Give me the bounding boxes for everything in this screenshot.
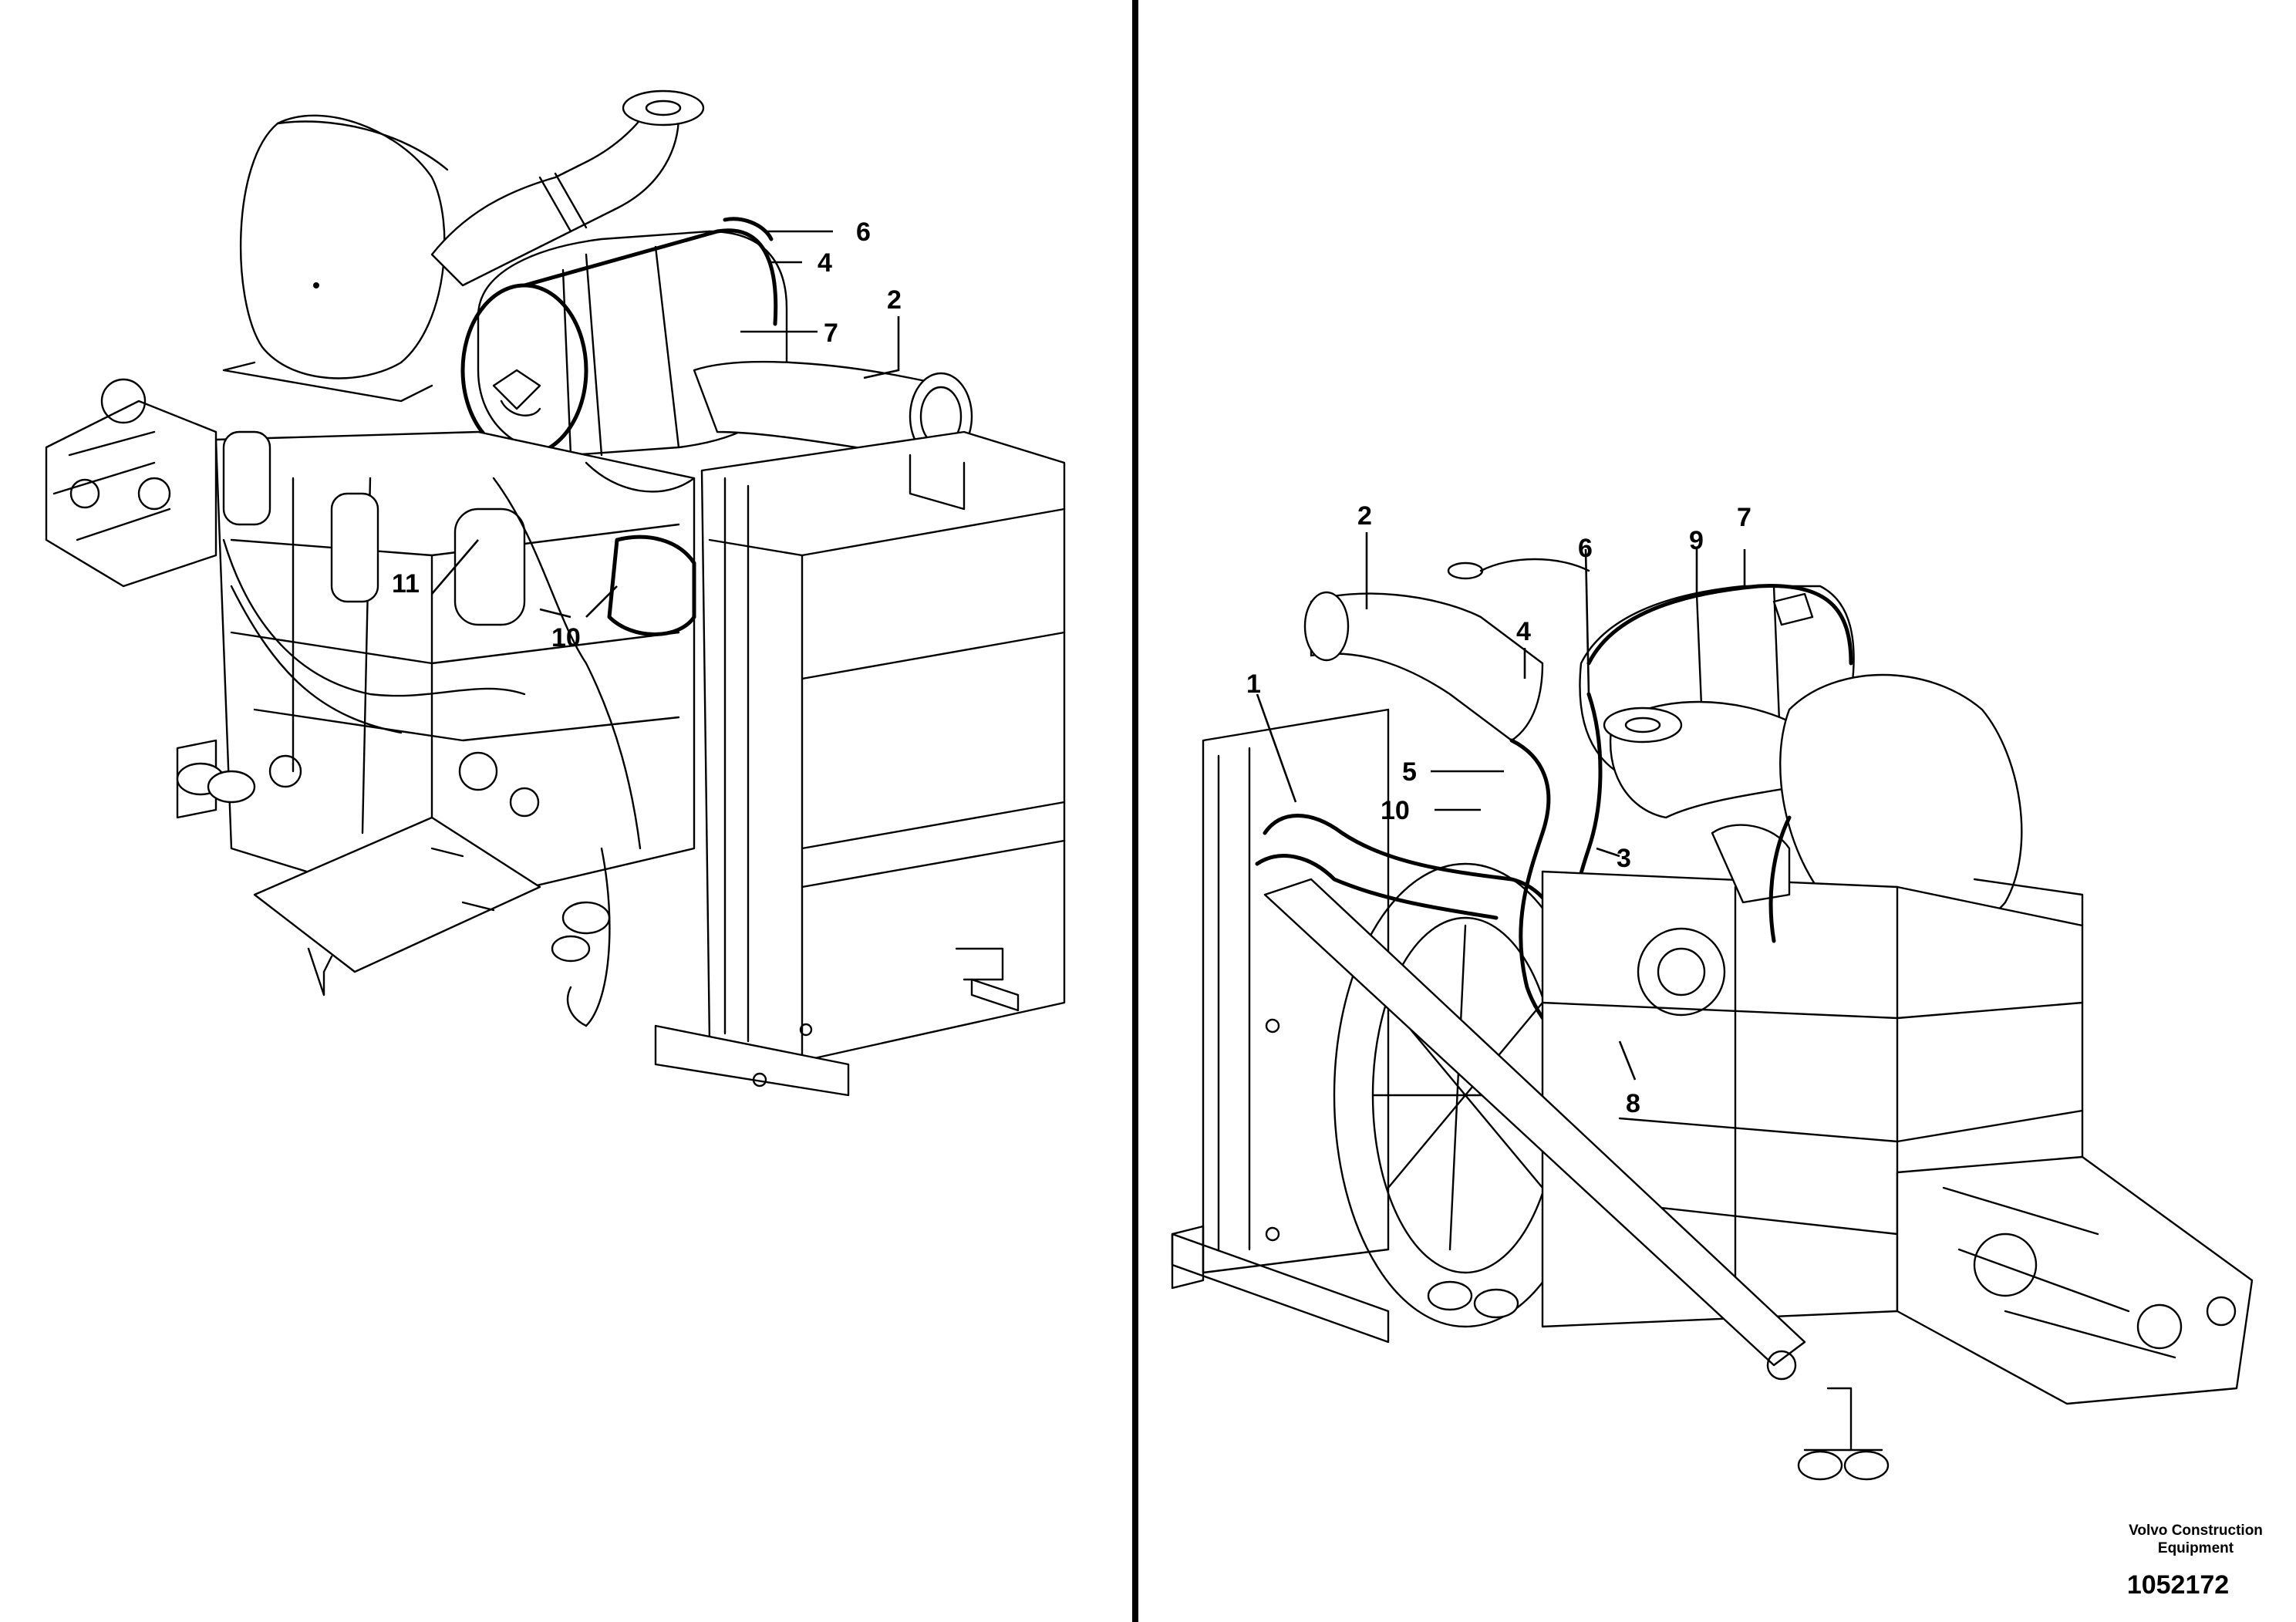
left-callout-4: 4 bbox=[818, 248, 832, 278]
right-callout-5: 5 bbox=[1402, 757, 1417, 787]
right-brace bbox=[1263, 878, 1806, 1381]
right-engine-view bbox=[1171, 558, 2254, 1481]
right-callout-10: 10 bbox=[1381, 796, 1410, 825]
left-callout-10: 10 bbox=[551, 623, 581, 653]
right-radiator-frame bbox=[1171, 708, 1390, 1344]
left-mounts bbox=[176, 739, 611, 963]
right-callout-8: 8 bbox=[1626, 1089, 1640, 1118]
left-fuel-tank bbox=[222, 114, 449, 403]
right-intake-duct bbox=[1303, 591, 1544, 742]
left-callouts: 6 4 2 7 11 10 bbox=[392, 218, 902, 653]
left-callout-leaders bbox=[431, 230, 900, 619]
left-callout-6: 6 bbox=[856, 218, 871, 247]
left-exhaust-elbow bbox=[430, 89, 705, 287]
left-callout-7: 7 bbox=[824, 319, 838, 348]
right-callout-4: 4 bbox=[1516, 617, 1531, 646]
right-callout-1: 1 bbox=[1246, 669, 1261, 699]
right-pump-assembly bbox=[1896, 1155, 2254, 1405]
right-callout-9: 9 bbox=[1689, 526, 1704, 555]
brand-line-1: Volvo Construction bbox=[2129, 1523, 2263, 1539]
right-callouts: 2 6 9 7 4 1 5 10 3 8 bbox=[1246, 501, 1752, 1118]
left-callout-2: 2 bbox=[887, 285, 902, 315]
right-fuel-tank bbox=[1779, 673, 2084, 934]
right-callout-leaders bbox=[1256, 532, 1746, 1081]
left-tray bbox=[253, 816, 1004, 996]
right-callout-3: 3 bbox=[1617, 844, 1631, 873]
left-pump-assembly bbox=[45, 378, 217, 588]
right-callout-2: 2 bbox=[1357, 501, 1372, 531]
left-radiator bbox=[654, 430, 1066, 1097]
left-engine-view bbox=[45, 89, 1066, 1097]
right-callout-6: 6 bbox=[1578, 534, 1593, 563]
footer: Volvo Construction Equipment 1052172 bbox=[2127, 1523, 2263, 1600]
left-engine-block bbox=[214, 430, 696, 912]
left-callout-11: 11 bbox=[392, 569, 420, 599]
right-exhaust-elbow bbox=[1603, 700, 1799, 819]
right-filler-cap bbox=[1447, 558, 1590, 580]
right-mounts bbox=[1427, 1280, 1890, 1481]
left-air-cleaner bbox=[460, 217, 973, 461]
document-number: 1052172 bbox=[2127, 1570, 2229, 1600]
right-callout-7: 7 bbox=[1737, 503, 1752, 532]
brand-line-2: Equipment bbox=[2158, 1540, 2234, 1556]
